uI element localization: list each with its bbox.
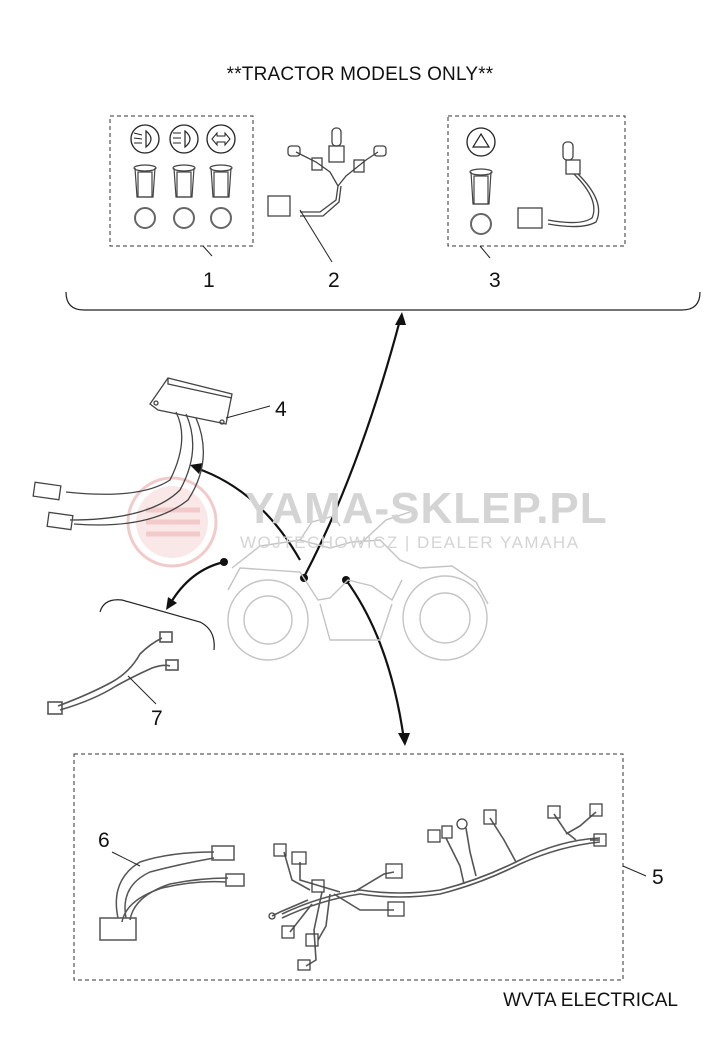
harness-7 (47, 631, 179, 715)
callout-5: 5 (652, 866, 664, 889)
callout-3: 3 (489, 269, 501, 292)
leader-2 (299, 209, 333, 263)
switch-sockets (133, 164, 233, 198)
watermark-tagline: WOJTECHOWICZ | DEALER YAMAHA (240, 533, 580, 552)
leader-4 (225, 405, 271, 419)
callout-6: 6 (98, 829, 110, 852)
main-harness-box (73, 753, 624, 981)
leader-3 (479, 245, 491, 259)
callout-1: 1 (203, 269, 215, 292)
turn-signal-icon (206, 124, 236, 154)
kit-3-box (447, 115, 626, 247)
headlight-high-icon (169, 124, 199, 154)
leader-5 (622, 865, 647, 877)
headlight-low-icon (130, 124, 160, 154)
sub-harness-6 (99, 845, 245, 941)
watermark-brand: YAMA-SKLEP.PL (245, 484, 608, 533)
main-harness (271, 811, 601, 967)
group-brace (65, 291, 701, 311)
kit-1-box (109, 115, 254, 247)
pointer-arrows (169, 319, 406, 741)
bulb-harness (267, 127, 387, 217)
leader-7 (127, 675, 157, 705)
main-harness-connectors (268, 803, 607, 971)
diagram-caption: WVTA ELECTRICAL (503, 990, 678, 1011)
harness-7-brace (99, 599, 215, 651)
indicator-bulb-harness (517, 141, 600, 229)
watermark-logo (126, 476, 218, 568)
leader-1 (202, 245, 213, 257)
arrowheads (166, 312, 410, 746)
cdi-unit (32, 377, 233, 531)
atv-outline (227, 511, 489, 661)
indicator-socket (469, 168, 493, 235)
page-title: **TRACTOR MODELS ONLY** (226, 64, 494, 85)
callout-7: 7 (151, 707, 163, 730)
retaining-rings (134, 207, 232, 229)
warning-triangle-icon (466, 127, 496, 157)
callout-4: 4 (275, 398, 287, 421)
callout-2: 2 (328, 269, 340, 292)
leader-6 (111, 851, 141, 867)
